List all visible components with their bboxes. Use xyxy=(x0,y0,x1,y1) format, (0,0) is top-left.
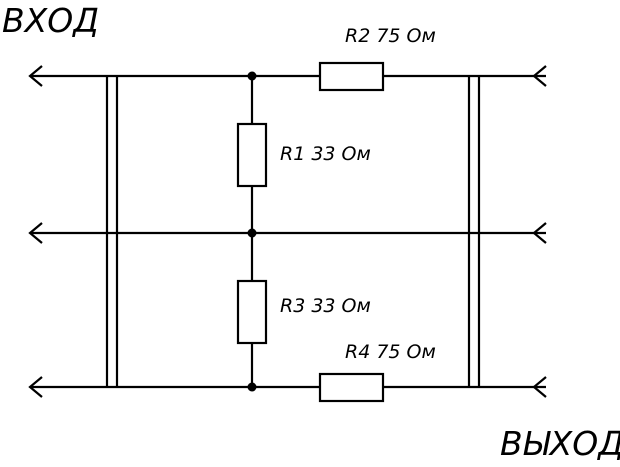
resistor-r1-label: R1 33 Ом xyxy=(280,143,371,165)
resistor-r4 xyxy=(318,372,385,403)
output-label: ВЫХОД xyxy=(500,424,620,463)
resistor-r2-label: R2 75 Ом xyxy=(345,25,436,47)
resistor-r2 xyxy=(318,61,385,92)
output-arrows xyxy=(532,65,547,398)
input-shield xyxy=(105,76,119,387)
resistor-r1 xyxy=(236,122,268,188)
input-arrows xyxy=(28,65,43,398)
junction-top xyxy=(247,71,257,81)
junction-bottom xyxy=(247,382,257,392)
resistor-r3-label: R3 33 Ом xyxy=(280,295,371,317)
input-label: ВХОД xyxy=(2,1,99,40)
output-shield xyxy=(467,76,481,387)
resistor-r4-label: R4 75 Ом xyxy=(345,341,436,363)
resistor-r3 xyxy=(236,279,268,345)
junction-middle xyxy=(247,228,257,238)
